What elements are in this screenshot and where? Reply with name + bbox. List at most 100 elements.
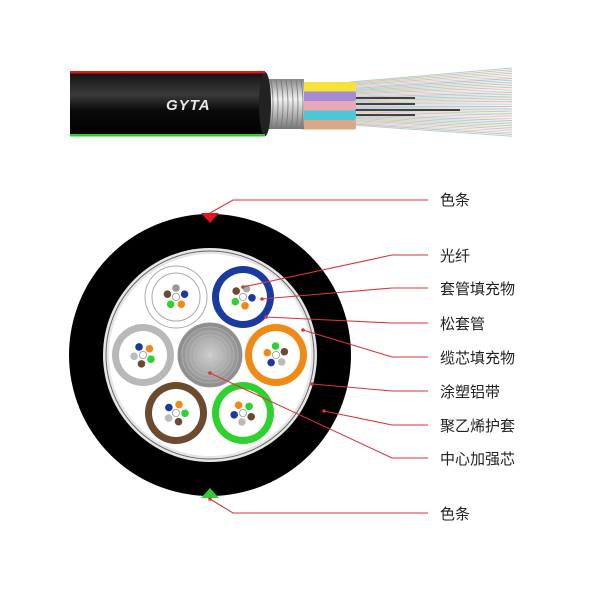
steel-ring	[181, 326, 239, 384]
leader-line	[209, 498, 428, 514]
optical-fiber	[172, 284, 180, 292]
leader-dot	[264, 315, 268, 319]
steel-ring	[205, 350, 215, 360]
leader-dot	[241, 285, 245, 289]
optical-fiber	[248, 293, 256, 302]
fiber-center	[271, 350, 280, 359]
fiber-center	[238, 292, 247, 301]
fiber	[349, 83, 513, 93]
optical-fiber	[166, 300, 175, 309]
optical-fiber	[247, 412, 255, 421]
optical-fiber	[165, 403, 173, 412]
leader-line	[311, 383, 428, 392]
optical-fiber	[164, 414, 173, 422]
optical-fiber	[130, 352, 138, 361]
red-stripe-side	[70, 71, 265, 74]
leader-line	[242, 254, 428, 288]
jacket-end	[259, 72, 271, 136]
leader-line	[209, 199, 428, 214]
fiber	[349, 95, 513, 101]
optical-fiber	[175, 400, 183, 409]
optical-fiber	[177, 300, 186, 309]
spiral-turn	[275, 79, 279, 129]
fiber-center	[138, 350, 147, 359]
fiber	[349, 121, 513, 132]
fiber	[349, 88, 513, 96]
optical-fiber	[245, 402, 253, 411]
fiber	[349, 122, 513, 134]
optical-fiber	[145, 344, 154, 353]
side-tube	[300, 91, 356, 101]
leader-dot	[208, 371, 212, 375]
fiber	[349, 117, 513, 127]
fiber	[349, 115, 513, 123]
leader-line	[265, 316, 428, 324]
fiber	[349, 111, 513, 116]
green-stripe-marker	[201, 488, 219, 498]
optical-fiber	[280, 347, 289, 356]
side-tube	[300, 110, 356, 120]
fiber	[349, 99, 513, 103]
fiber	[349, 92, 513, 98]
optical-fiber	[163, 290, 172, 299]
fiber	[349, 71, 513, 85]
optical-fiber	[174, 417, 183, 426]
fiber	[349, 74, 513, 87]
label-loose-tube: 松套管	[440, 315, 485, 333]
green-stripe-side	[70, 134, 265, 137]
fiber	[349, 81, 513, 92]
optical-fiber	[234, 401, 243, 409]
optical-fiber	[231, 297, 240, 306]
fiber	[349, 118, 513, 128]
fiber	[349, 72, 513, 86]
fiber-center	[171, 292, 180, 301]
optical-fiber	[147, 355, 155, 364]
optical-fiber	[241, 301, 249, 310]
side-loose-tubes	[300, 82, 356, 130]
spiral-turn	[270, 79, 274, 129]
cable-side-view: GYTA	[70, 67, 513, 137]
leader-dot	[301, 328, 305, 332]
leader-line	[261, 287, 428, 300]
fiber-center	[171, 408, 180, 417]
cable-cross-section	[69, 213, 351, 498]
fiber	[349, 106, 513, 109]
fiber	[349, 110, 513, 114]
steel-ring	[193, 338, 227, 372]
optical-fiber	[230, 410, 238, 419]
leader-line	[209, 372, 428, 459]
optical-fiber	[277, 358, 286, 366]
label-tube-filler: 套管填充物	[440, 280, 515, 298]
side-tube	[300, 120, 356, 130]
spiral-turn	[295, 79, 299, 129]
leader-line	[323, 410, 428, 426]
tape-edge	[105, 250, 315, 460]
spiral-turn	[290, 79, 294, 129]
leader-dot	[208, 497, 212, 501]
fiber	[349, 97, 513, 102]
fiber	[349, 124, 513, 137]
central-strength-member	[177, 322, 243, 388]
steel-ring	[201, 346, 219, 364]
fiber	[349, 114, 513, 121]
fiber	[349, 90, 513, 97]
fiber	[349, 120, 513, 130]
optical-fiber	[232, 287, 240, 295]
label-color-stripe-top: 色条	[440, 191, 470, 209]
cable-print-text: GYTA	[166, 97, 211, 114]
optical-fiber	[238, 418, 246, 426]
leader-dot	[260, 297, 264, 301]
optical-fiber	[267, 358, 275, 367]
label-optical-fiber: 光纤	[440, 247, 470, 265]
leader-line	[302, 329, 428, 358]
side-tube	[300, 82, 356, 92]
fiber	[349, 69, 513, 84]
label-pe-sheath: 聚乙烯护套	[440, 417, 515, 435]
fiber	[349, 100, 513, 104]
fiber-center	[238, 408, 247, 417]
steel-ring	[185, 330, 235, 380]
optical-fiber	[181, 409, 189, 418]
spiral-turn	[280, 79, 284, 129]
fiber	[349, 78, 513, 90]
